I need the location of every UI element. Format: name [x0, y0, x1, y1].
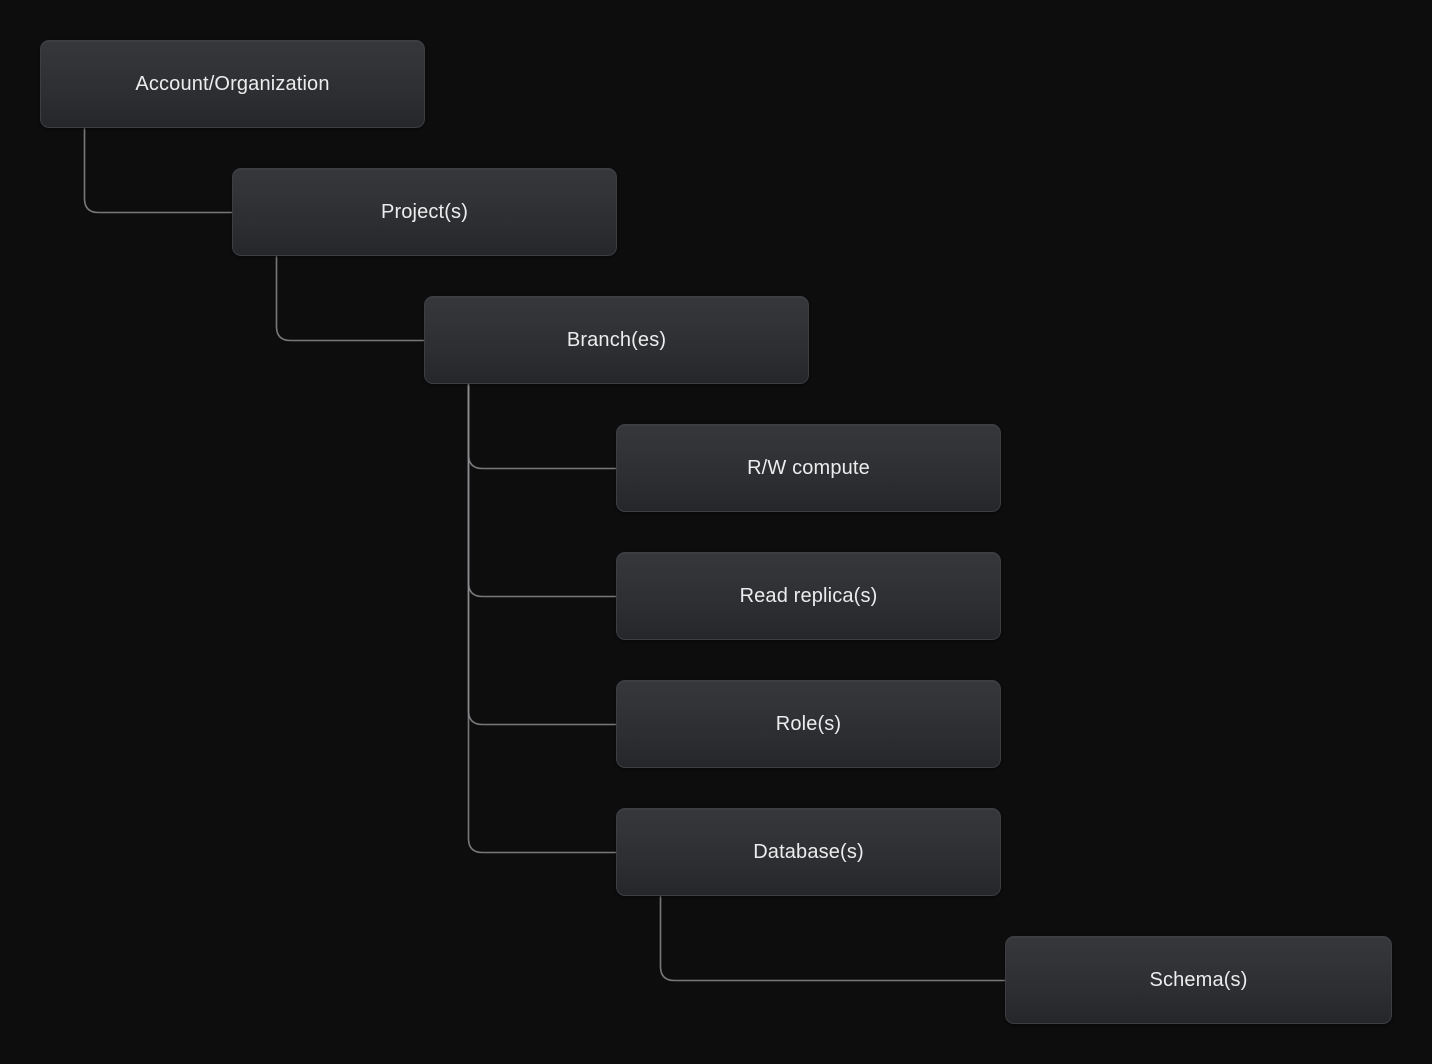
node-label: Account/Organization — [135, 73, 330, 95]
node-label: R/W compute — [747, 457, 870, 479]
edge-branch-to-rw-compute — [467, 383, 617, 470]
edge-account-to-project — [83, 127, 233, 214]
node-label: Database(s) — [753, 841, 864, 863]
node-label: Read replica(s) — [739, 585, 878, 607]
edge-branch-to-role — [467, 383, 617, 726]
node-role[interactable]: Role(s) — [616, 680, 1001, 768]
edge-branch-to-read-replica — [467, 383, 617, 598]
node-label: Project(s) — [380, 201, 469, 223]
node-database[interactable]: Database(s) — [616, 808, 1001, 896]
node-schema[interactable]: Schema(s) — [1005, 936, 1392, 1024]
edge-branch-to-database — [467, 383, 617, 854]
node-read-replica[interactable]: Read replica(s) — [616, 552, 1001, 640]
node-rw-compute[interactable]: R/W compute — [616, 424, 1001, 512]
edge-project-to-branch — [275, 255, 425, 342]
node-account[interactable]: Account/Organization — [40, 40, 425, 128]
edge-database-to-schema — [659, 895, 1006, 982]
node-label: Branch(es) — [566, 329, 667, 351]
node-branch[interactable]: Branch(es) — [424, 296, 809, 384]
node-project[interactable]: Project(s) — [232, 168, 617, 256]
node-label: Schema(s) — [1149, 969, 1248, 991]
node-label: Role(s) — [775, 713, 842, 735]
